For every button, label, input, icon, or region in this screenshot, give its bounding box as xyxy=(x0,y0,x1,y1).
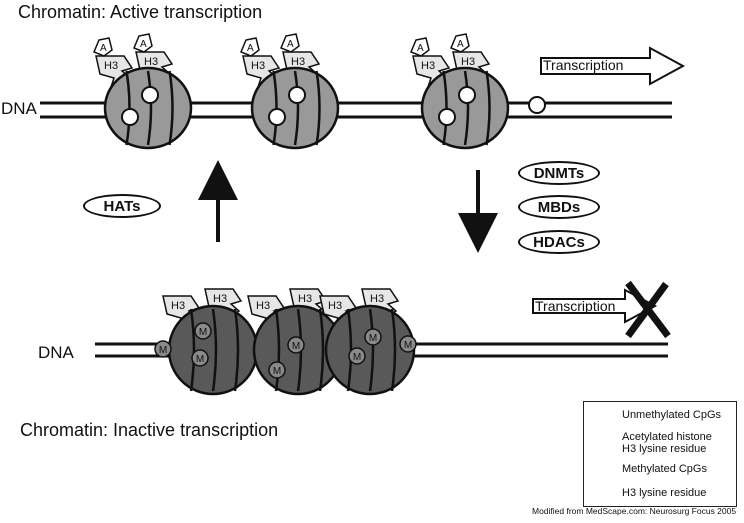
h3-label: H3 xyxy=(251,60,265,72)
methyl-label: M xyxy=(199,327,207,338)
h3-label: H3 xyxy=(461,56,475,68)
acetyl-mark: A xyxy=(450,33,470,53)
nucleosome xyxy=(420,66,510,150)
nucleosome xyxy=(103,66,193,150)
methylated-cpg: M xyxy=(399,335,417,353)
h3-label: H3 xyxy=(144,56,158,68)
legend-unmethylated: Unmethylated CpGs xyxy=(622,409,722,421)
acetyl-label: A xyxy=(287,39,294,50)
hats-label: HATs xyxy=(83,194,161,218)
unmethylated-cpg xyxy=(528,96,546,114)
methylated-cpg: M xyxy=(348,347,366,365)
mbds-label: MBDs xyxy=(518,195,600,219)
methyl-label: M xyxy=(196,354,204,365)
h3-label: H3 xyxy=(370,293,384,305)
methyl-label: M xyxy=(292,341,300,352)
dna-label-active: DNA xyxy=(1,99,37,118)
active-title: Chromatin: Active transcription xyxy=(18,2,263,22)
acetyl-label: A xyxy=(417,43,424,54)
hdacs-label: HDACs xyxy=(518,230,600,254)
legend-h3: H3 lysine residue xyxy=(622,487,707,499)
acetyl-label: A xyxy=(100,43,107,54)
h3-label: H3 xyxy=(328,300,342,312)
credit-text: Modified from MedScape.com: Neurosurg Fo… xyxy=(532,506,737,516)
unmethylated-cpg xyxy=(458,86,476,104)
acetyl-mark: A xyxy=(240,37,260,57)
acetyl-mark: A xyxy=(133,33,153,53)
acetyl-mark: A xyxy=(93,37,113,57)
unmethylated-cpg xyxy=(268,108,286,126)
acetyl-label: A xyxy=(247,43,254,54)
h3-label: H3 xyxy=(213,293,227,305)
acetyl-label: A xyxy=(457,39,464,50)
acetyl-label: A xyxy=(140,39,147,50)
nucleosome xyxy=(324,304,416,396)
unmethylated-cpg xyxy=(288,86,306,104)
methyl-label: M xyxy=(273,366,281,377)
dna-label-inactive: DNA xyxy=(38,343,74,362)
nucleosome xyxy=(167,304,259,396)
unmethylated-cpg xyxy=(438,108,456,126)
methyl-label: M xyxy=(404,340,412,351)
methyl-label: M xyxy=(159,345,167,356)
methyl-label: M xyxy=(369,333,377,344)
unmethylated-cpg xyxy=(121,108,139,126)
inactive-title: Chromatin: Inactive transcription xyxy=(20,420,279,440)
transcription-arrow-active xyxy=(540,46,686,86)
legend-methylated: Methylated CpGs xyxy=(622,463,707,475)
methylated-cpg: M xyxy=(194,322,212,340)
blocked-x-icon xyxy=(625,280,671,339)
h3-label: H3 xyxy=(298,293,312,305)
h3-label: H3 xyxy=(421,60,435,72)
methylated-cpg: M xyxy=(191,349,209,367)
transcription-label-inactive: Transcription xyxy=(535,298,616,314)
acetyl-mark: A xyxy=(280,33,300,53)
h3-label: H3 xyxy=(291,56,305,68)
legend-acetylated: Acetylated histone H3 lysine residue xyxy=(622,431,712,455)
active-nucleosomes: H3 A H3 A H3 A H3 A H3 A H3 A xyxy=(93,33,510,150)
h3-label: H3 xyxy=(171,300,185,312)
nucleosome xyxy=(250,66,340,150)
acetyl-mark: A xyxy=(410,37,430,57)
legend-box: Unmethylated CpGs Acetylated histone H3 … xyxy=(583,401,737,507)
methylated-cpg: M xyxy=(364,328,382,346)
methylated-cpg: M xyxy=(154,340,172,358)
h3-label: H3 xyxy=(104,60,118,72)
dnmts-label: DNMTs xyxy=(518,161,600,185)
transcription-label-active: Transcription xyxy=(543,57,624,73)
methylated-cpg: M xyxy=(287,336,305,354)
methylated-cpg: M xyxy=(268,361,286,379)
methyl-label: M xyxy=(353,352,361,363)
unmethylated-cpg xyxy=(141,86,159,104)
h3-label: H3 xyxy=(256,300,270,312)
